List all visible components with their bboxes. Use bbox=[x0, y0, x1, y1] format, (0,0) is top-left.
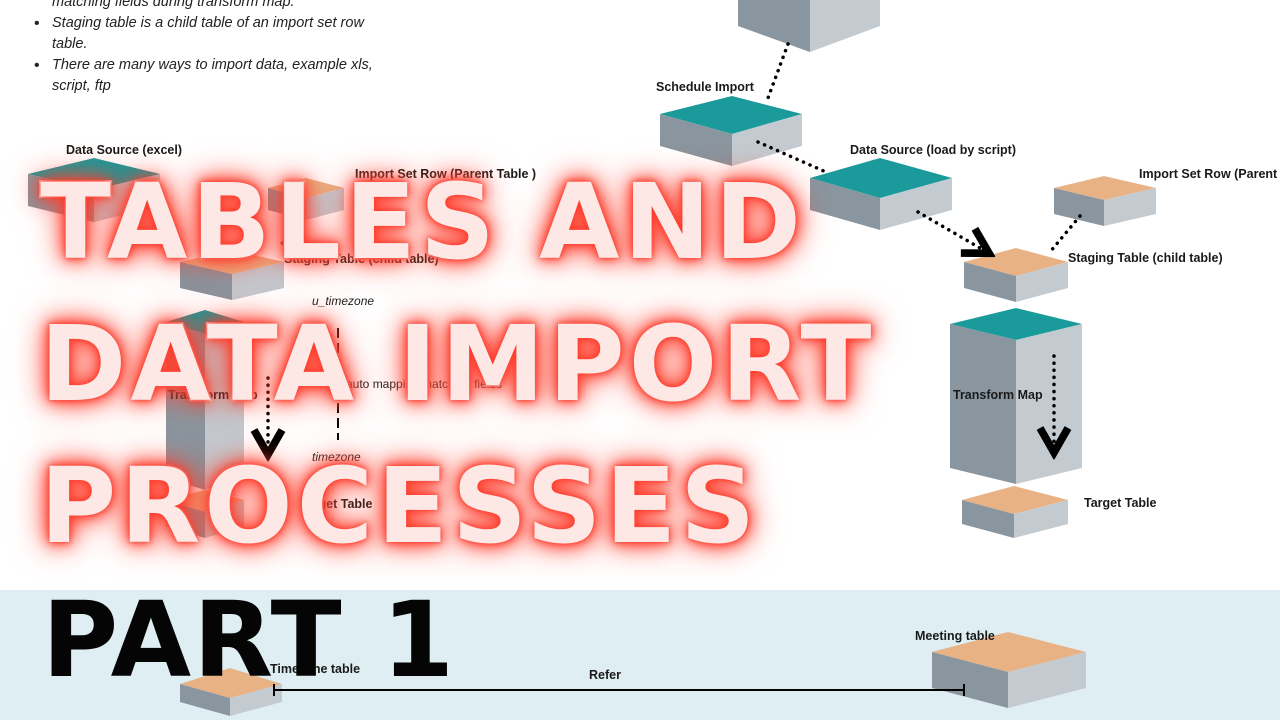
timezone-label: timezone bbox=[312, 450, 361, 464]
right-dotted-connector bbox=[1048, 214, 1082, 254]
right-data-source-label: Data Source (load by script) bbox=[850, 143, 1017, 157]
bullet-line: matching fields during transform map. bbox=[52, 0, 295, 10]
right-import-set-row-block bbox=[1054, 176, 1156, 226]
left-target-table-block bbox=[166, 490, 244, 538]
left-transform-map-label: Transform Map bbox=[168, 388, 258, 402]
meeting-table-block bbox=[932, 632, 1086, 708]
left-transform-map-block bbox=[166, 310, 244, 490]
left-staging-table-block bbox=[180, 250, 284, 300]
auto-mapping-label: auto mapping matching fields bbox=[346, 377, 503, 391]
right-import-set-row-label: Import Set Row (Parent Table ) bbox=[1139, 167, 1280, 181]
right-dotted-connector bbox=[756, 140, 828, 174]
left-dotted-connector bbox=[280, 216, 298, 246]
left-data-source-block bbox=[28, 158, 160, 222]
right-staging-table-label: Staging Table (child table) bbox=[1068, 251, 1223, 265]
right-transform-map-block bbox=[950, 308, 1082, 484]
schedule-import-label: Schedule Import bbox=[656, 80, 754, 94]
timezone-table-block bbox=[180, 668, 282, 716]
bullet-item: Staging table is a child table of an imp… bbox=[34, 13, 394, 34]
right-top-block bbox=[738, 0, 880, 52]
right-dotted-arrow bbox=[916, 210, 980, 248]
left-import-set-row-label: Import Set Row (Parent Table ) bbox=[355, 167, 537, 181]
left-staging-table-label: Staging Table (child table) bbox=[284, 252, 439, 266]
bullet-line: script, ftp bbox=[52, 78, 111, 94]
timezone-table-label: Timezone table bbox=[270, 662, 361, 676]
refer-label: Refer bbox=[589, 668, 621, 682]
left-import-set-row-block bbox=[268, 178, 344, 220]
right-data-source-block bbox=[810, 158, 952, 230]
meeting-table-label: Meeting table bbox=[915, 629, 995, 643]
right-schedule-import-block bbox=[660, 96, 802, 166]
bullet-item: There are many ways to import data, exam… bbox=[34, 55, 394, 76]
title-line-2: DATA IMPORT bbox=[38, 303, 876, 425]
right-staging-table-block bbox=[964, 248, 1068, 302]
part-label: PART 1 bbox=[42, 579, 457, 701]
bullet-notes: matching fields during transform map. St… bbox=[34, 0, 394, 97]
right-transform-map-label: Transform Map bbox=[953, 388, 1043, 402]
u-timezone-label: u_timezone bbox=[312, 294, 375, 308]
left-data-source-label: Data Source (excel) bbox=[66, 143, 183, 157]
bullet-line: table. bbox=[52, 36, 88, 52]
title-line-1: TABLES AND bbox=[39, 161, 805, 283]
right-target-table-label: Target Table bbox=[1084, 496, 1157, 510]
left-dotted-connector bbox=[148, 230, 178, 246]
title-line-3: PROCESSES bbox=[38, 445, 760, 567]
left-target-table-label: Target Table bbox=[300, 497, 373, 511]
right-dotted-connector bbox=[766, 42, 790, 100]
right-target-table-block bbox=[962, 486, 1068, 538]
